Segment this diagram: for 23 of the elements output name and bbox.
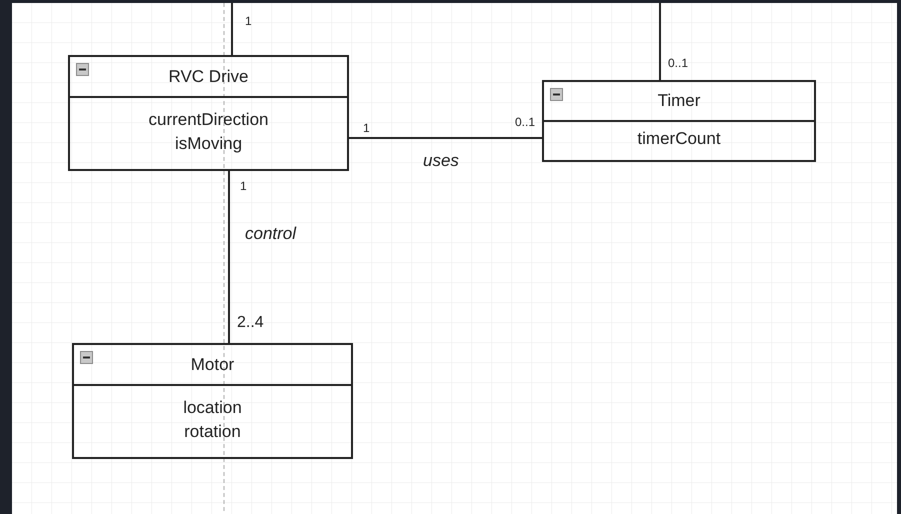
class-name: RVC Drive	[168, 66, 248, 88]
class-box	[72, 343, 353, 459]
multiplicity-label: 0..1	[668, 57, 688, 69]
class-name: Motor	[190, 354, 234, 376]
class-name: Timer	[658, 90, 700, 112]
association-line	[349, 137, 542, 139]
class-box	[542, 80, 816, 162]
multiplicity-label: 2..4	[237, 315, 264, 331]
multiplicity-label: 1	[245, 15, 252, 27]
edge-label: uses	[423, 152, 459, 169]
association-line	[231, 3, 233, 55]
class-box	[68, 55, 349, 171]
attribute-text: currentDirection	[148, 108, 268, 130]
attribute-text: location	[183, 396, 242, 418]
multiplicity-label: 1	[363, 122, 370, 134]
association-line	[659, 3, 661, 80]
attribute-text: rotation	[184, 420, 241, 442]
attribute-text: isMoving	[174, 132, 242, 154]
association-line	[228, 171, 230, 343]
edge-label: control	[245, 225, 296, 242]
attribute-text: timerCount	[637, 128, 721, 150]
multiplicity-label: 0..1	[515, 116, 536, 128]
multiplicity-label: 1	[240, 180, 247, 192]
